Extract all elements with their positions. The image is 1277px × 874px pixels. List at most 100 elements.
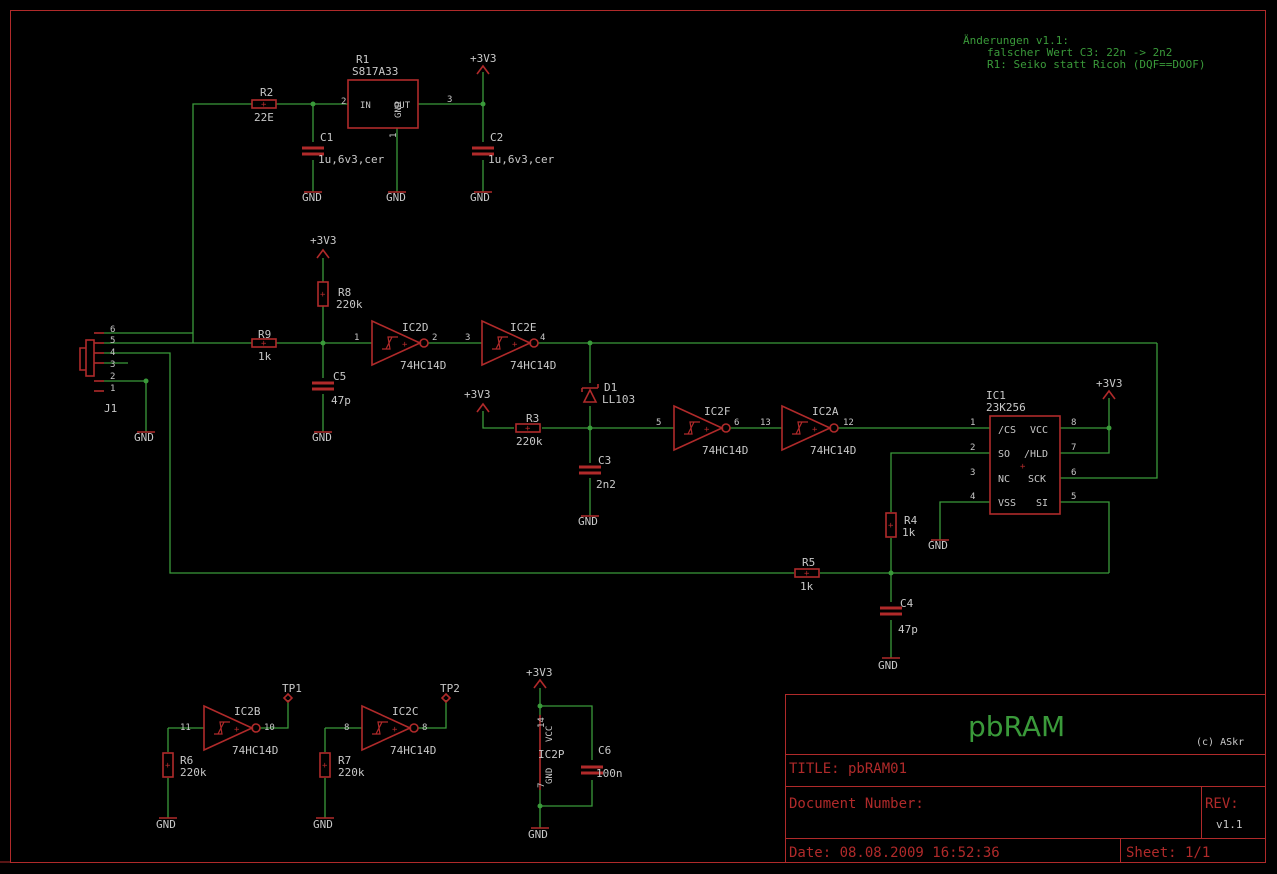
- gnd-label-6: GND: [578, 515, 598, 528]
- r1-in-label: IN: [360, 101, 371, 111]
- ic2p-name: IC2P: [538, 748, 565, 761]
- ic2b-pin10: 10: [264, 723, 275, 733]
- ic1-sck: SCK: [1028, 474, 1046, 485]
- resistor-r4[interactable]: R4 1k: [885, 512, 918, 539]
- c1-value: 1u,6v3,cer: [318, 153, 385, 166]
- r8-value: 220k: [336, 298, 363, 311]
- c1-name: C1: [320, 131, 333, 144]
- inverter-ic2a[interactable]: IC2A 74HC14D 13 12: [760, 405, 856, 457]
- r3-value: 220k: [516, 435, 543, 448]
- c2-name: C2: [490, 131, 503, 144]
- v33-label-3: +3V3: [464, 388, 491, 401]
- r6-value: 220k: [180, 766, 207, 779]
- resistor-r9[interactable]: R9 1k: [251, 328, 277, 363]
- r9-name: R9: [258, 328, 271, 341]
- ic2f-value: 74HC14D: [702, 444, 748, 457]
- r4-name: R4: [904, 514, 918, 527]
- resistor-r6[interactable]: R6 220k: [162, 752, 207, 779]
- ic1-hld: /HLD: [1024, 449, 1048, 460]
- memory-ic1[interactable]: IC1 23K256 /CS VCC SO /HLD NC SCK VSS SI…: [970, 389, 1076, 515]
- ic1-pin3: 3: [970, 468, 975, 478]
- ic1-pin5: 5: [1071, 492, 1076, 502]
- resistor-r5[interactable]: R5 1k: [794, 556, 820, 593]
- r5-value: 1k: [800, 580, 814, 593]
- capacitor-c3[interactable]: C3 2n2: [577, 454, 616, 491]
- gnd-label-7: GND: [928, 539, 948, 552]
- diode-d1[interactable]: D1 LL103: [581, 381, 635, 406]
- j1-pin6: 6: [110, 325, 115, 335]
- r4-value: 1k: [902, 526, 916, 539]
- r9-value: 1k: [258, 350, 272, 363]
- note-line-1: Änderungen v1.1:: [963, 34, 1069, 47]
- resistor-r8[interactable]: R8 220k: [317, 281, 363, 311]
- connector-j1[interactable]: 6 5 4 3 2 1 J1: [79, 325, 117, 415]
- tp1-name: TP1: [282, 682, 302, 695]
- resistor-r2[interactable]: R2 22E: [251, 86, 277, 124]
- capacitor-c6[interactable]: C6 100n: [579, 744, 623, 780]
- ic1-name: IC1: [986, 389, 1006, 402]
- capacitor-c4[interactable]: C4 47p: [878, 597, 918, 636]
- inverter-ic2f[interactable]: IC2F 74HC14D 5 6: [656, 405, 748, 457]
- c3-name: C3: [598, 454, 611, 467]
- r2-value: 22E: [254, 111, 274, 124]
- ic2a-pin13: 13: [760, 418, 771, 428]
- r1-pin1: 1: [389, 133, 399, 138]
- resistor-r3[interactable]: R3 220k: [515, 412, 543, 448]
- ic2b-pin11: 11: [180, 723, 191, 733]
- wires: [104, 72, 1158, 828]
- power-ic2p[interactable]: IC2P VCC GND 14 7: [537, 715, 565, 790]
- ic1-nc: NC: [998, 474, 1010, 485]
- ic2p-gnd: GND: [545, 768, 555, 784]
- ic2c-name: IC2C: [392, 705, 419, 718]
- gnd-label-9: GND: [156, 818, 176, 831]
- ic1-pin7: 7: [1071, 443, 1076, 453]
- ic2c-pin9: 8: [344, 723, 349, 733]
- j1-pin5: 5: [110, 336, 115, 346]
- svg-text:+: +: [1020, 462, 1026, 472]
- sheet-title: TITLE: pbRAM01: [789, 761, 907, 777]
- ic2f-pin5: 5: [656, 418, 661, 428]
- inverter-ic2d[interactable]: IC2D 74HC14D 1 2: [354, 320, 446, 372]
- capacitor-c5[interactable]: C5 47p: [310, 370, 351, 407]
- ic1-pin4: 4: [970, 492, 975, 502]
- r6-name: R6: [180, 754, 193, 767]
- supply-symbols: +3V3 +3V3 +3V3 +3V3 +3V3 GND GND GND GND…: [134, 52, 1123, 841]
- ic2b-name: IC2B: [234, 705, 261, 718]
- ic1-pin8: 8: [1071, 418, 1076, 428]
- ic1-pin6: 6: [1071, 468, 1076, 478]
- inverter-ic2c[interactable]: IC2C 74HC14D 8 8: [344, 705, 436, 757]
- capacitor-c1[interactable]: C1 1u,6v3,cer: [300, 131, 385, 166]
- capacitor-c2[interactable]: C2 1u,6v3,cer: [470, 131, 555, 166]
- resistor-r7[interactable]: R7 220k: [319, 752, 365, 779]
- j1-pin3: 3: [110, 360, 115, 370]
- r1-name: R1: [356, 53, 369, 66]
- gnd-label-1: GND: [302, 191, 322, 204]
- testpoint-tp1[interactable]: TP1: [282, 682, 302, 704]
- ic2c-value: 74HC14D: [390, 744, 436, 757]
- r8-name: R8: [338, 286, 351, 299]
- c2-value: 1u,6v3,cer: [488, 153, 555, 166]
- ic2f-pin6: 6: [734, 418, 739, 428]
- r2-name: R2: [260, 86, 273, 99]
- r1-gnd-label: GND: [394, 102, 404, 118]
- gnd-label-3: GND: [470, 191, 490, 204]
- inverter-ic2e[interactable]: IC2E 74HC14D 3 4: [465, 320, 556, 372]
- ic2d-pin2: 2: [432, 333, 437, 343]
- gnd-label-2: GND: [386, 191, 406, 204]
- testpoint-tp2[interactable]: TP2: [440, 682, 460, 704]
- inverter-ic2b[interactable]: IC2B 74HC14D 11 10: [180, 705, 278, 757]
- ic2p-pin14: 14: [537, 717, 547, 728]
- title-block: pbRAM (c) ASkr TITLE: pbRAM01 Document N…: [785, 694, 1266, 863]
- sheet-frame: [10, 10, 1266, 863]
- gnd-label-8: GND: [878, 659, 898, 672]
- j1-name: J1: [104, 402, 117, 415]
- ic2e-value: 74HC14D: [510, 359, 556, 372]
- ic1-si: SI: [1036, 498, 1048, 509]
- c6-name: C6: [598, 744, 611, 757]
- revision-value: v1.1: [1216, 818, 1243, 831]
- regulator-r1[interactable]: R1 S817A33 IN OUT GND 2 3 1: [341, 53, 452, 138]
- document-number-label: Document Number:: [789, 796, 924, 812]
- ic2p-vcc: VCC: [545, 726, 555, 742]
- copyright: (c) ASkr: [1196, 737, 1244, 748]
- ic2e-pin4: 4: [540, 333, 545, 343]
